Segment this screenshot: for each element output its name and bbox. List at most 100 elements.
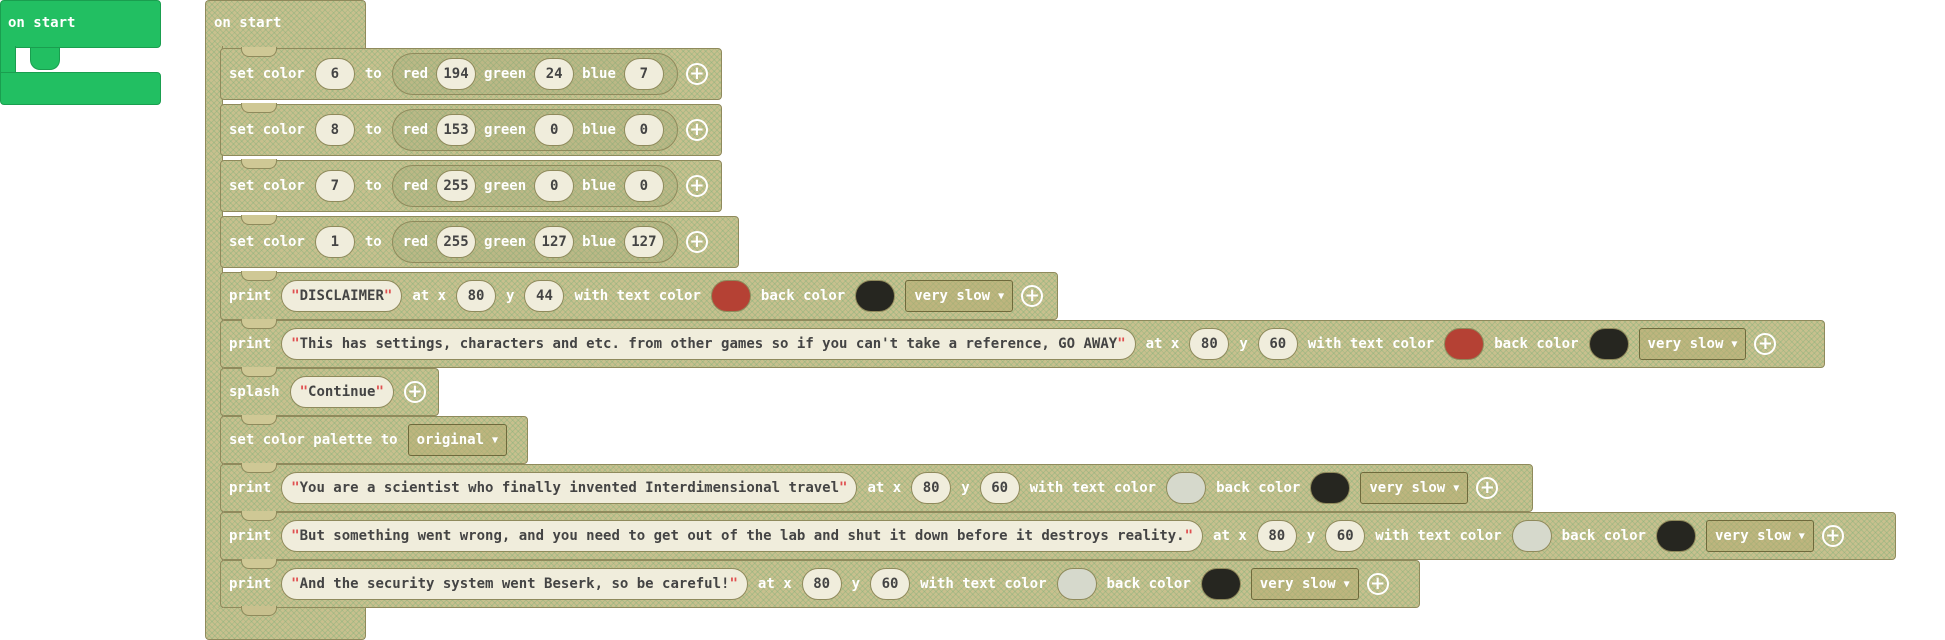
set-color-palette-block[interactable]: set color palette to original ▼ [220, 415, 528, 464]
back-color-label: back color [760, 288, 846, 304]
y-field[interactable]: 44 [524, 280, 565, 312]
plus-circle-icon[interactable]: + [1021, 285, 1044, 307]
speed-dropdown[interactable]: very slow▼ [1638, 328, 1747, 360]
plus-circle-icon[interactable]: + [1366, 573, 1389, 595]
red-field[interactable]: 194 [436, 58, 477, 90]
back-color-swatch[interactable] [1655, 520, 1696, 552]
blue-field[interactable]: 0 [623, 170, 664, 202]
red-field[interactable]: 255 [436, 226, 477, 258]
red-label: red [402, 234, 429, 250]
text-color-swatch[interactable] [1056, 568, 1097, 600]
x-field[interactable]: 80 [1189, 328, 1230, 360]
text-color-swatch[interactable] [710, 280, 751, 312]
speed-dropdown[interactable]: very slow▼ [1250, 568, 1359, 600]
x-field[interactable]: 80 [1256, 520, 1297, 552]
block-notch [241, 415, 277, 425]
back-color-swatch[interactable] [1200, 568, 1241, 600]
y-field[interactable]: 60 [870, 568, 911, 600]
plus-circle-icon[interactable]: + [685, 63, 708, 85]
text-color-swatch[interactable] [1511, 520, 1552, 552]
print-text-field[interactable]: "DISCLAIMER" [281, 280, 403, 312]
rgb-reporter[interactable]: red 153 green 0 blue 0 [391, 109, 678, 151]
text-color-label: with text color [574, 288, 701, 304]
y-label: y [961, 480, 970, 496]
color-index-field[interactable]: 1 [314, 226, 355, 258]
green-field[interactable]: 0 [534, 114, 575, 146]
plus-circle-icon[interactable]: + [1754, 333, 1777, 355]
caret-down-icon: ▼ [492, 434, 499, 446]
blue-field[interactable]: 7 [623, 58, 664, 90]
toolbox-on-start-block[interactable]: on start [0, 0, 161, 48]
color-index-field[interactable]: 8 [314, 114, 355, 146]
blue-label: blue [582, 122, 616, 138]
plus-circle-icon[interactable]: + [685, 231, 708, 253]
plus-circle-icon[interactable]: + [1476, 477, 1499, 499]
speed-dropdown[interactable]: very slow▼ [1360, 472, 1469, 504]
back-color-swatch[interactable] [855, 280, 896, 312]
text-color-swatch[interactable] [1444, 328, 1485, 360]
splash-text-field[interactable]: "Continue" [289, 376, 394, 408]
splash-block[interactable]: splash "Continue" + [220, 367, 439, 416]
speed-value: very slow [1369, 480, 1446, 496]
palette-dropdown[interactable]: original ▼ [407, 424, 508, 456]
rgb-reporter[interactable]: red 255 green 0 blue 0 [391, 165, 678, 207]
print-text: You are a scientist who finally invented… [299, 480, 840, 496]
color-index-field[interactable]: 6 [314, 58, 355, 90]
on-start-hat-block[interactable]: on start [205, 0, 366, 50]
print-text-field[interactable]: "But something went wrong, and you need … [281, 520, 1204, 552]
back-color-label: back color [1216, 480, 1301, 496]
set-color-block[interactable]: set color 8 to red 153 green 0 blue 0 + [220, 103, 722, 156]
print-text: And the security system went Beserk, so … [299, 576, 730, 592]
print-block[interactable]: print "This has settings, characters and… [220, 319, 1825, 368]
back-color-label: back color [1106, 576, 1191, 592]
blue-field[interactable]: 0 [623, 114, 664, 146]
at-x-label: at x [867, 480, 902, 496]
set-color-palette-keyword: set color palette to [229, 432, 398, 448]
y-field[interactable]: 60 [1325, 520, 1366, 552]
plus-circle-icon[interactable]: + [685, 175, 708, 197]
speed-dropdown[interactable]: very slow▼ [1705, 520, 1814, 552]
block-notch [241, 271, 277, 281]
y-label: y [851, 576, 861, 592]
print-block[interactable]: print "And the security system went Bese… [220, 559, 1420, 616]
y-field[interactable]: 60 [979, 472, 1020, 504]
x-field[interactable]: 80 [911, 472, 952, 504]
text-color-swatch[interactable] [1166, 472, 1207, 504]
plus-circle-icon[interactable]: + [685, 119, 708, 141]
plus-circle-icon[interactable]: + [1821, 525, 1844, 547]
red-label: red [402, 66, 429, 82]
y-field[interactable]: 60 [1257, 328, 1298, 360]
green-field[interactable]: 127 [534, 226, 575, 258]
x-field[interactable]: 80 [801, 568, 842, 600]
set-color-block[interactable]: set color 1 to red 255 green 127 blue 12… [220, 215, 739, 268]
on-start-left-rail [205, 46, 223, 616]
speed-dropdown[interactable]: very slow▼ [905, 280, 1014, 312]
print-block[interactable]: print "You are a scientist who finally i… [220, 463, 1533, 512]
set-color-block[interactable]: set color 7 to red 255 green 0 blue 0 + [220, 159, 722, 212]
x-field[interactable]: 80 [456, 280, 497, 312]
back-color-swatch[interactable] [1588, 328, 1629, 360]
back-color-swatch[interactable] [1310, 472, 1351, 504]
blue-label: blue [582, 66, 616, 82]
green-field[interactable]: 24 [534, 58, 575, 90]
caret-down-icon: ▼ [998, 290, 1005, 302]
color-index-field[interactable]: 7 [314, 170, 355, 202]
block-notch [241, 463, 277, 473]
set-color-block[interactable]: set color 6 to red 194 green 24 blue 7 + [220, 47, 722, 100]
red-field[interactable]: 153 [436, 114, 477, 146]
red-field[interactable]: 255 [436, 170, 477, 202]
print-text-field[interactable]: "And the security system went Beserk, so… [281, 568, 748, 600]
palette-value: original [416, 432, 485, 448]
rgb-reporter[interactable]: red 255 green 127 blue 127 [391, 221, 678, 263]
plus-circle-icon[interactable]: + [403, 381, 426, 403]
at-x-label: at x [1213, 528, 1247, 544]
rgb-reporter[interactable]: red 194 green 24 blue 7 [391, 53, 678, 95]
print-text-field[interactable]: "This has settings, characters and etc. … [281, 328, 1136, 360]
print-block[interactable]: print "DISCLAIMER" at x 80 y 44 with tex… [220, 271, 1058, 320]
caret-down-icon: ▼ [1731, 338, 1738, 350]
blue-field[interactable]: 127 [623, 226, 664, 258]
print-text-field[interactable]: "You are a scientist who finally invente… [281, 472, 858, 504]
print-text: DISCLAIMER [299, 288, 384, 304]
green-field[interactable]: 0 [534, 170, 575, 202]
print-block[interactable]: print "But something went wrong, and you… [220, 511, 1896, 560]
